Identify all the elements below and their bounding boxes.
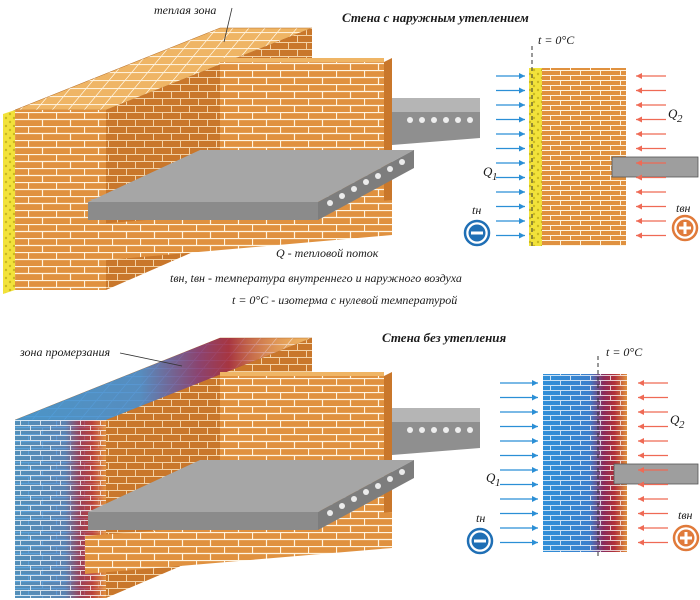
arrow-head bbox=[532, 525, 538, 531]
arrow-head bbox=[519, 131, 525, 137]
bottom-cold-arrows bbox=[500, 380, 538, 546]
svg-text:Q: Q bbox=[670, 412, 680, 427]
minus-circle-icon bbox=[463, 219, 491, 247]
arrow-head bbox=[638, 409, 644, 415]
arrow-head bbox=[638, 539, 644, 546]
arrow-head bbox=[636, 116, 642, 123]
top-insulation-layer bbox=[3, 110, 15, 294]
svg-text:1: 1 bbox=[495, 477, 501, 489]
minus-circle-icon bbox=[466, 527, 494, 555]
svg-text:2: 2 bbox=[679, 419, 685, 431]
arrow-head bbox=[638, 525, 644, 531]
top-cold-arrows bbox=[496, 73, 525, 239]
arrow-head bbox=[636, 102, 642, 108]
arrow-head bbox=[636, 203, 642, 210]
arrow-head bbox=[519, 73, 525, 79]
bottom-isotherm-label: t = 0°C bbox=[606, 345, 643, 359]
arrow-head bbox=[636, 189, 642, 195]
bottom-section-slab bbox=[613, 463, 699, 485]
arrow-head bbox=[636, 131, 642, 137]
bottom-wall-3d bbox=[14, 337, 480, 598]
arrow-head bbox=[532, 380, 538, 386]
caption-temperatures: tвн, tвн - температура внутреннего и нар… bbox=[170, 271, 462, 285]
arrow-head bbox=[638, 423, 644, 430]
arrow-head bbox=[519, 160, 525, 166]
plus-circle-icon bbox=[672, 524, 700, 552]
arrow-head bbox=[638, 438, 644, 444]
arrow-head bbox=[519, 232, 525, 239]
arrow-head bbox=[638, 380, 644, 386]
top-t-inside-label: tвн bbox=[676, 201, 691, 215]
arrow-head bbox=[636, 174, 642, 181]
arrow-head bbox=[532, 452, 538, 459]
arrow-head bbox=[638, 394, 644, 401]
arrow-head bbox=[638, 481, 644, 488]
top-q2-label: Q 2 bbox=[668, 106, 683, 125]
svg-text:Q: Q bbox=[483, 164, 493, 179]
arrow-head bbox=[638, 467, 644, 473]
arrow-head bbox=[519, 87, 525, 94]
bottom-section-diagram bbox=[500, 356, 699, 556]
top-wall-3d bbox=[3, 27, 480, 294]
bottom-t-outside-label: tн bbox=[476, 511, 485, 525]
arrow-head bbox=[519, 203, 525, 210]
top-slab-cores bbox=[327, 117, 473, 206]
arrow-head bbox=[519, 102, 525, 108]
arrow-head bbox=[636, 232, 642, 239]
arrow-head bbox=[638, 496, 644, 502]
bottom-title: Стена без утепления bbox=[382, 330, 507, 345]
arrow-head bbox=[636, 87, 642, 94]
arrow-head bbox=[532, 467, 538, 473]
bottom-slab-cores bbox=[327, 427, 473, 516]
plus-circle-icon bbox=[671, 214, 699, 242]
arrow-head bbox=[519, 145, 525, 152]
freeze-zone-leader bbox=[119, 352, 183, 367]
arrow-head bbox=[532, 423, 538, 430]
arrow-head bbox=[636, 145, 642, 152]
top-warm-arrows bbox=[636, 73, 666, 239]
arrow-head bbox=[532, 394, 538, 401]
top-t-outside-label: tн bbox=[472, 203, 481, 217]
arrow-head bbox=[636, 73, 642, 79]
legend-captions: Q - тепловой поток tвн, tвн - температур… bbox=[170, 246, 462, 307]
caption-heat-flow: Q - тепловой поток bbox=[276, 246, 379, 260]
arrow-head bbox=[519, 116, 525, 123]
arrow-head bbox=[532, 481, 538, 488]
arrow-head bbox=[638, 510, 644, 517]
top-section-diagram bbox=[496, 46, 699, 248]
svg-text:2: 2 bbox=[677, 113, 683, 125]
arrow-head bbox=[532, 539, 538, 546]
warm-zone-label: теплая зона bbox=[154, 3, 216, 17]
arrow-head bbox=[532, 510, 538, 517]
arrow-head bbox=[636, 160, 642, 166]
bottom-warm-arrows bbox=[638, 380, 668, 546]
bottom-q1-label: Q 1 bbox=[486, 470, 501, 489]
top-q1-label: Q 1 bbox=[483, 164, 498, 183]
arrow-head bbox=[532, 438, 538, 444]
top-isotherm-label: t = 0°C bbox=[538, 33, 575, 47]
top-section-slab bbox=[611, 156, 699, 178]
arrow-head bbox=[636, 218, 642, 224]
arrow-head bbox=[532, 496, 538, 502]
freeze-zone-label: зона промерзания bbox=[19, 345, 110, 359]
arrow-head bbox=[532, 409, 538, 415]
top-section-insulation bbox=[529, 68, 542, 246]
top-title: Стена с наружным утеплением bbox=[342, 10, 529, 25]
arrow-head bbox=[519, 189, 525, 195]
caption-isotherm: t = 0°C - изотерма с нулевой температуро… bbox=[232, 293, 457, 307]
arrow-head bbox=[519, 174, 525, 181]
bottom-t-inside-label: tвн bbox=[678, 508, 693, 522]
arrow-head bbox=[638, 452, 644, 459]
svg-text:1: 1 bbox=[492, 171, 498, 183]
warm-zone-leader bbox=[223, 7, 233, 43]
bottom-q2-label: Q 2 bbox=[670, 412, 685, 431]
svg-text:Q: Q bbox=[486, 470, 496, 485]
svg-text:Q: Q bbox=[668, 106, 678, 121]
arrow-head bbox=[519, 218, 525, 224]
